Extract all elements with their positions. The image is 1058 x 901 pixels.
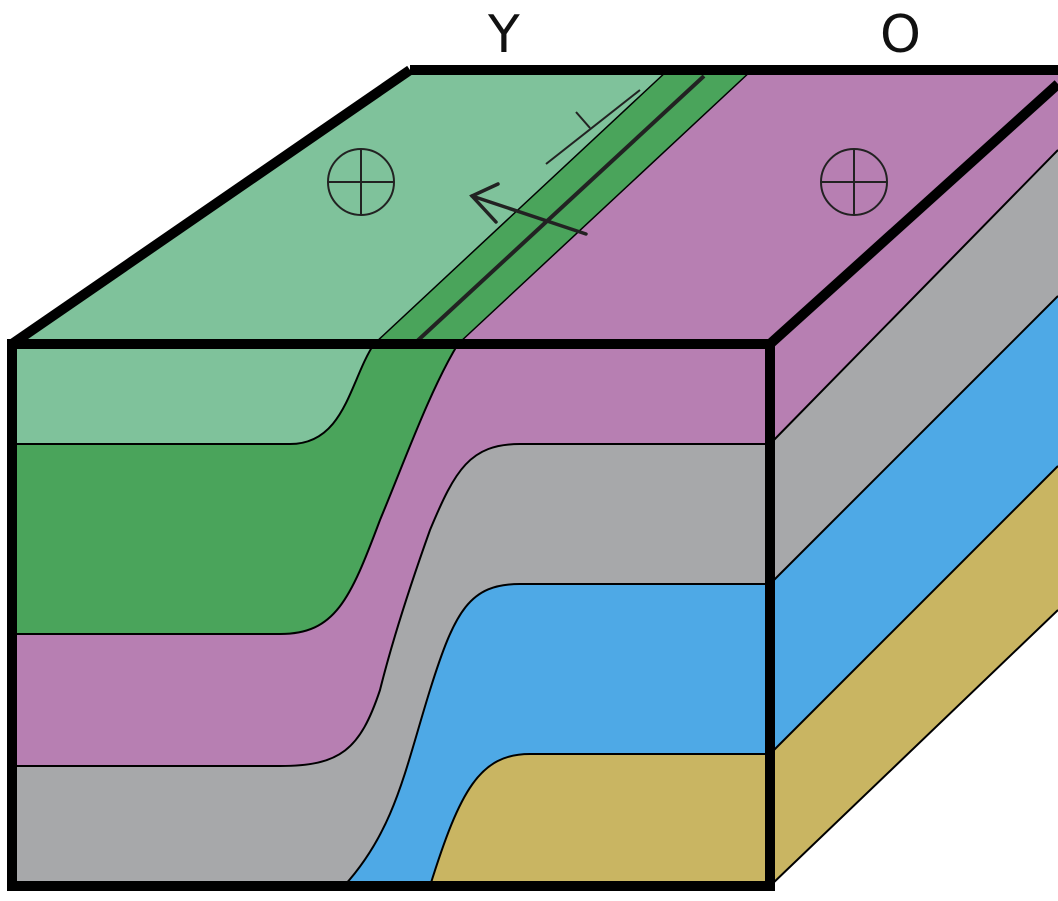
top-contact-line [373, 69, 669, 345]
top-contact-line [457, 69, 753, 345]
top-right-edge [766, 80, 1058, 348]
right-face-gray-layer [770, 150, 1058, 584]
bottom-blank [0, 889, 770, 901]
right-contact-line [769, 149, 1058, 445]
top-face-purple-layer [458, 70, 1058, 344]
right-face-blue-layer [770, 296, 1058, 754]
dip-arrow [469, 182, 588, 236]
dip-arrow-head-icon [469, 182, 500, 224]
monocline-axis-trace [412, 74, 706, 346]
top-left-edge [9, 65, 413, 349]
strike-dip-symbol [545, 89, 641, 165]
dip-arrow-shaft [470, 194, 588, 236]
label-left: Y [487, 5, 520, 65]
right-face-purple-layer [770, 84, 1058, 444]
right-face [769, 84, 1058, 901]
strike-line [545, 89, 641, 165]
right-contact-line [769, 609, 1058, 887]
right-contact-line [769, 465, 1058, 755]
front-light-green-layer [11, 343, 376, 445]
front-face [11, 343, 771, 887]
block-outline [7, 65, 1058, 891]
right-face-tan-layer [770, 466, 1058, 886]
horizontal-bedding-symbol [820, 148, 888, 216]
front-outline [7, 339, 775, 891]
right-face-blank [770, 610, 1058, 901]
label-right: O [880, 5, 921, 65]
horizontal-bedding-symbol [327, 148, 395, 216]
dip-tick [575, 111, 591, 129]
right-contact-line [769, 295, 1058, 585]
